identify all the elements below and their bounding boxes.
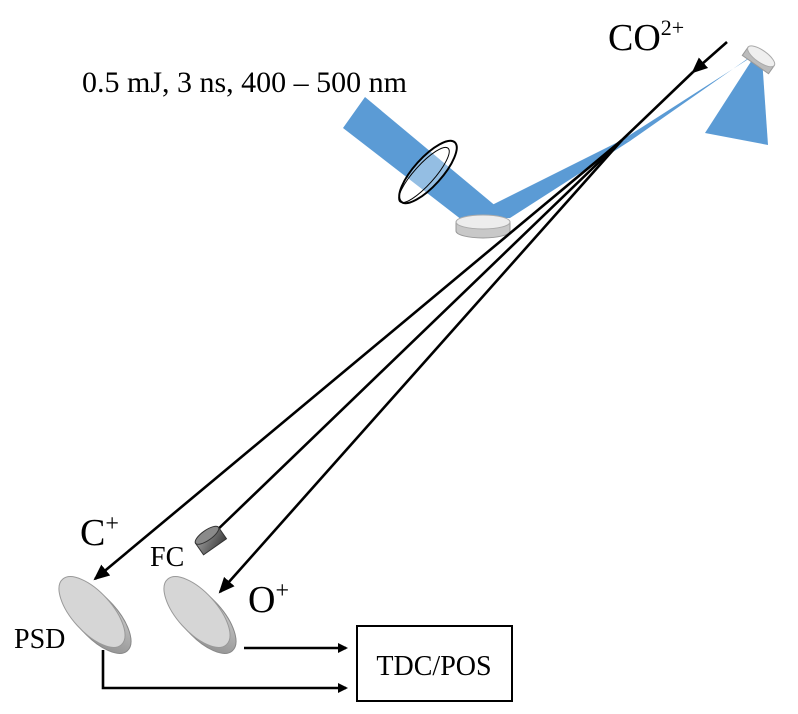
faraday-cup-label: FC — [150, 542, 184, 573]
o-fragment-species: O — [248, 579, 275, 621]
o-fragment-charge: + — [275, 578, 289, 604]
ion-beam-label: CO2+ — [608, 15, 684, 59]
ion-beam-charge: 2+ — [661, 15, 684, 40]
o-fragment-label: O+ — [248, 578, 289, 621]
neutral-trajectory — [211, 139, 623, 536]
o-fragment-trajectory — [218, 139, 623, 594]
laser-reflected-beam — [462, 140, 630, 220]
ion-beam-arrow — [691, 41, 728, 74]
psd-detector-left — [58, 576, 132, 654]
faraday-cup — [194, 525, 228, 556]
psd-detector-right — [163, 576, 237, 654]
c-fragment-label: C+ — [80, 511, 119, 554]
c-fragment-species: C — [80, 512, 105, 554]
laser-beam-to-mirror — [622, 50, 760, 141]
focusing-lens — [398, 139, 458, 205]
laser-parameters-label: 0.5 mJ, 3 ns, 400 – 500 nm — [82, 66, 407, 99]
ion-beam-path — [621, 71, 694, 141]
left-detector-signal-arrow — [101, 650, 348, 693]
c-fragment-charge: + — [105, 511, 119, 537]
c-fragment-trajectory — [93, 139, 623, 581]
ion-beam-species: CO — [608, 17, 661, 59]
lower-mirror — [455, 214, 511, 239]
upper-mirror — [741, 45, 776, 75]
psd-label: PSD — [14, 624, 65, 655]
laser-outgoing-beam — [705, 58, 768, 145]
tdc-pos-box — [356, 625, 513, 702]
tdc-pos-label: TDC/POS — [376, 651, 491, 682]
